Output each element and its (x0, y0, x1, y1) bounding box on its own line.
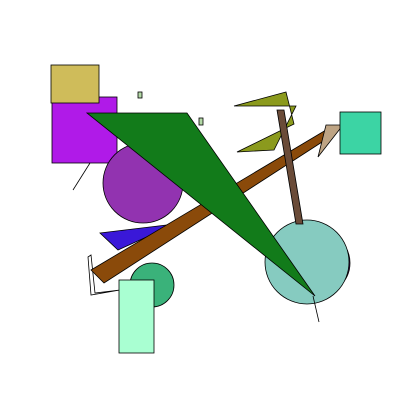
tan-quadrilateral (317, 124, 344, 158)
brown-thin-bar (276, 109, 304, 225)
magenta-rectangle (51, 96, 118, 164)
thin-line-right (312, 295, 320, 323)
mint-rectangle (118, 279, 155, 354)
small-green-square-left (137, 91, 143, 99)
teal-circle (264, 219, 350, 305)
olive-bowtie (233, 91, 297, 153)
thin-line-left (72, 162, 91, 191)
aqua-square (339, 111, 382, 155)
green-triangle (85, 112, 316, 297)
small-green-square-right (198, 117, 204, 126)
khaki-rectangle (50, 64, 100, 104)
thin-line-bottom-left (87, 254, 121, 296)
